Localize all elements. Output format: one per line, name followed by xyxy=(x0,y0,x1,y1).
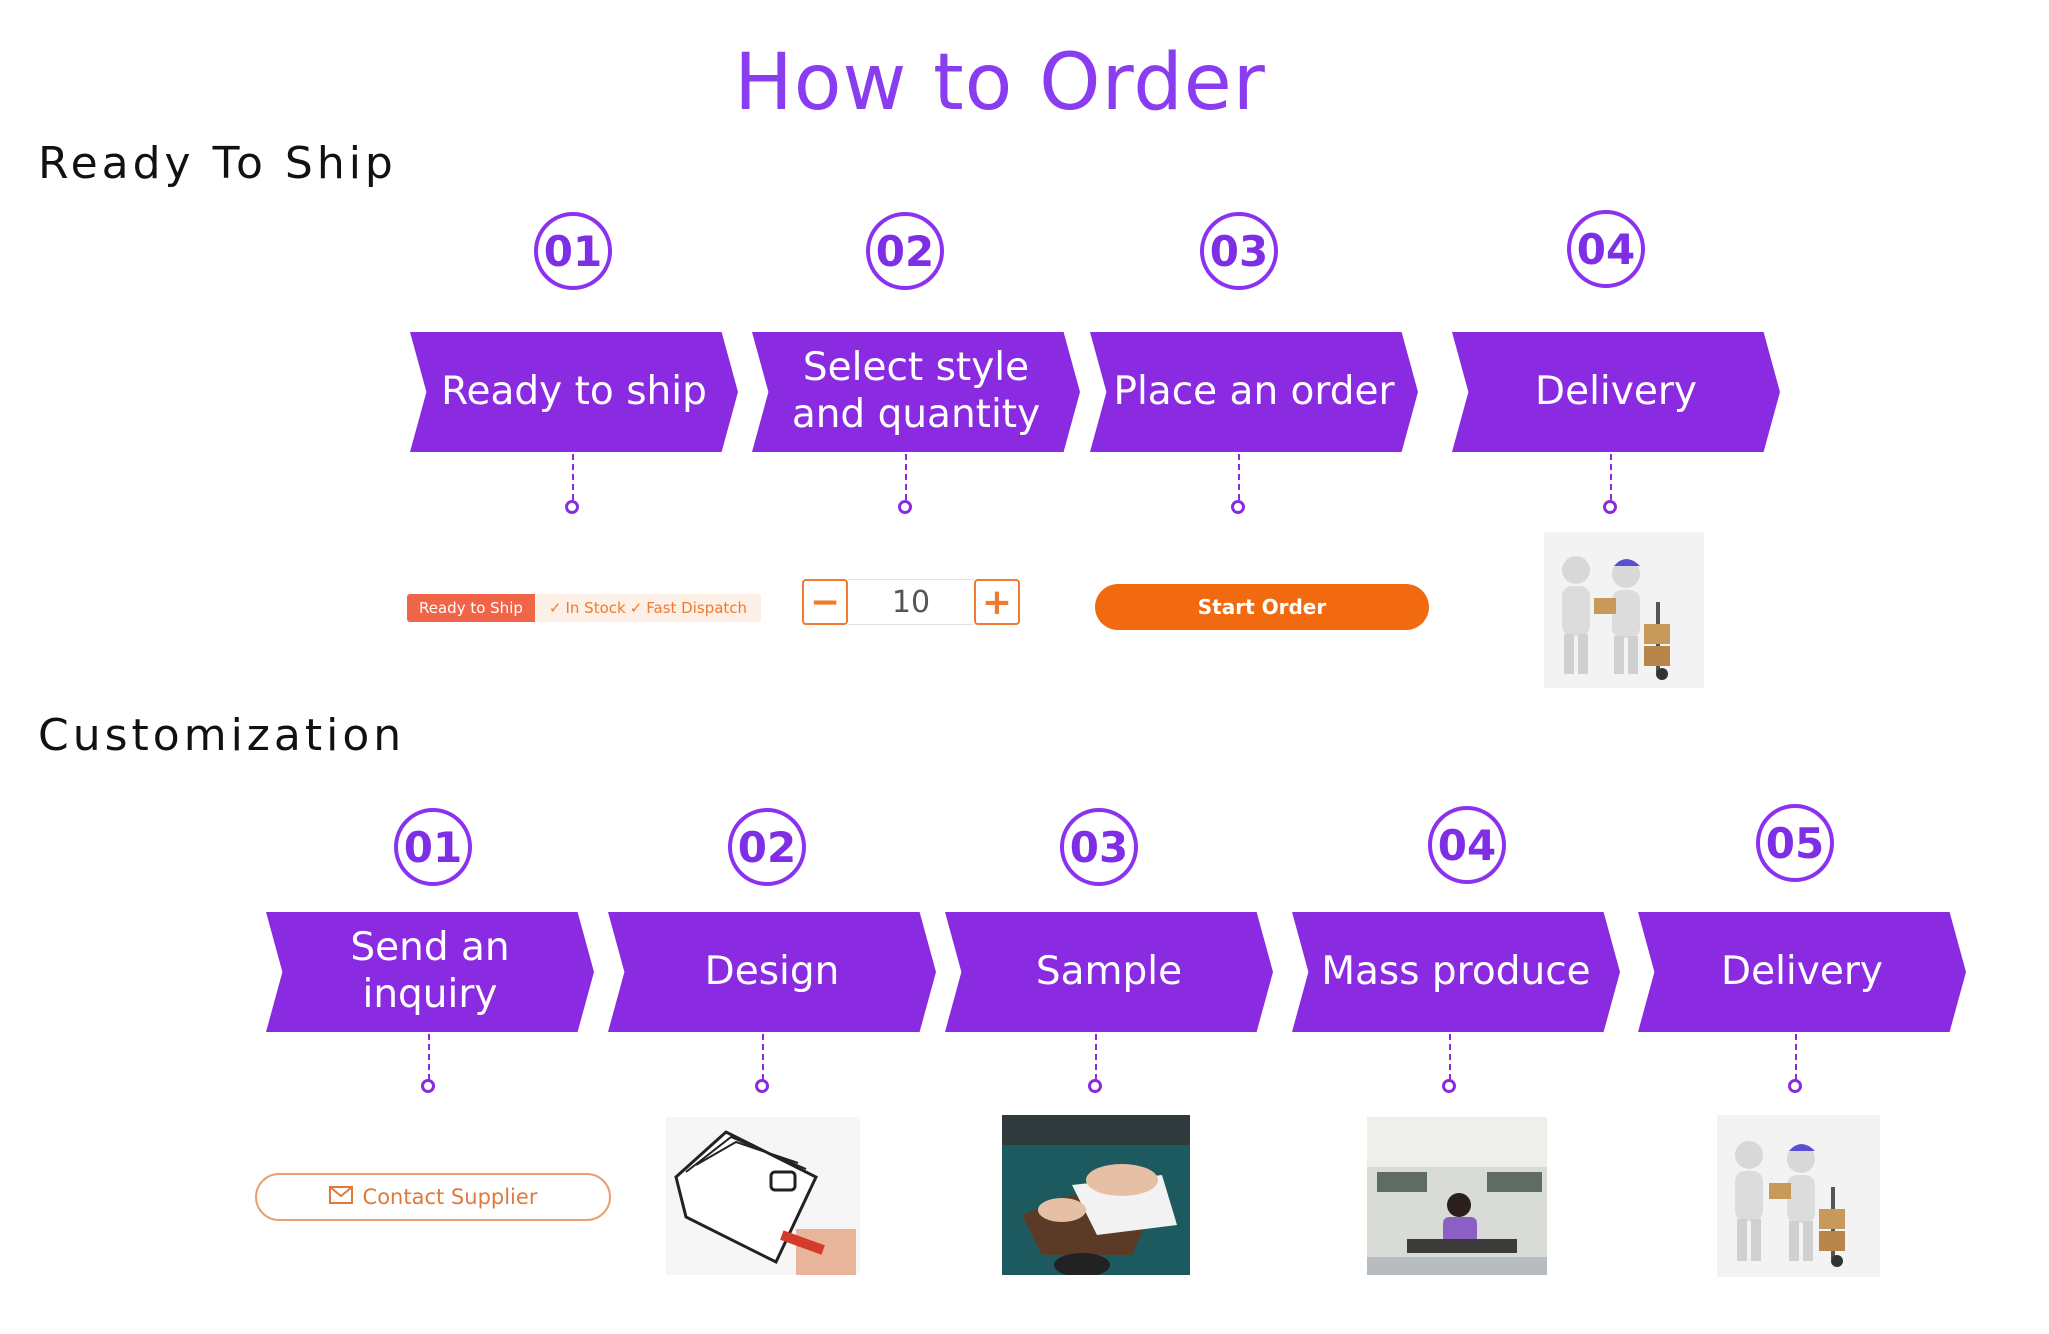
rts-step-select-style: Select style and quantity xyxy=(752,332,1080,452)
fast-dispatch-label: Fast Dispatch xyxy=(646,599,747,617)
custom-step-number-3: 03 xyxy=(1060,808,1138,886)
connector-dot xyxy=(421,1079,435,1093)
decrement-button[interactable]: − xyxy=(802,579,848,625)
connector-dot xyxy=(1442,1079,1456,1093)
stock-info: ✓ In Stock ✓ Fast Dispatch xyxy=(535,594,761,622)
in-stock-label: In Stock xyxy=(565,599,625,617)
connector-dot xyxy=(1231,500,1245,514)
wallet-sketch-illustration xyxy=(666,1117,860,1275)
rts-step-delivery: Delivery xyxy=(1452,332,1780,452)
connector-line xyxy=(428,1034,430,1080)
rts-step-ready-to-ship: Ready to ship xyxy=(410,332,738,452)
rts-step-place-order: Place an order xyxy=(1090,332,1418,452)
rts-step-number-1: 01 xyxy=(534,212,612,290)
delivery-illustration xyxy=(1544,532,1704,688)
connector-dot xyxy=(1088,1079,1102,1093)
custom-step-send-inquiry: Send an inquiry xyxy=(266,912,594,1032)
contact-supplier-button[interactable]: Contact Supplier xyxy=(255,1173,611,1221)
mail-icon xyxy=(329,1185,353,1209)
custom-step-number-1: 01 xyxy=(394,808,472,886)
custom-step-number-2: 02 xyxy=(728,808,806,886)
page-title: How to Order xyxy=(0,38,2000,128)
rts-step-number-3: 03 xyxy=(1200,212,1278,290)
custom-step-number-5: 05 xyxy=(1756,804,1834,882)
connector-line xyxy=(1238,454,1240,500)
ready-to-ship-heading: Ready To Ship xyxy=(38,138,397,189)
ready-to-ship-badge: Ready to Ship ✓ In Stock ✓ Fast Dispatch xyxy=(407,594,761,622)
rts-step-number-2: 02 xyxy=(866,212,944,290)
delivery-illustration xyxy=(1717,1115,1880,1277)
increment-button[interactable]: + xyxy=(974,579,1020,625)
connector-line xyxy=(1610,454,1612,500)
connector-line xyxy=(1449,1034,1451,1080)
quantity-stepper[interactable]: − 10 + xyxy=(802,577,1020,627)
start-order-button[interactable]: Start Order xyxy=(1095,584,1429,630)
connector-dot xyxy=(898,500,912,514)
custom-step-number-4: 04 xyxy=(1428,806,1506,884)
connector-dot xyxy=(1603,500,1617,514)
custom-step-mass-produce: Mass produce xyxy=(1292,912,1620,1032)
custom-step-design: Design xyxy=(608,912,936,1032)
customization-heading: Customization xyxy=(38,710,405,761)
connector-line xyxy=(572,454,574,500)
connector-dot xyxy=(755,1079,769,1093)
connector-line xyxy=(762,1034,764,1080)
leather-sample-photo xyxy=(1002,1115,1190,1275)
quantity-value[interactable]: 10 xyxy=(848,579,974,625)
rts-step-number-4: 04 xyxy=(1567,210,1645,288)
connector-dot xyxy=(1788,1079,1802,1093)
connector-line xyxy=(1095,1034,1097,1080)
contact-supplier-label: Contact Supplier xyxy=(363,1185,538,1209)
connector-dot xyxy=(565,500,579,514)
connector-line xyxy=(905,454,907,500)
custom-step-delivery: Delivery xyxy=(1638,912,1966,1032)
check-circle-icon: ✓ xyxy=(549,599,562,617)
ready-to-ship-badge-label: Ready to Ship xyxy=(407,594,535,622)
connector-line xyxy=(1795,1034,1797,1080)
custom-step-sample: Sample xyxy=(945,912,1273,1032)
check-circle-icon: ✓ xyxy=(630,599,643,617)
factory-worker-photo xyxy=(1367,1117,1547,1275)
